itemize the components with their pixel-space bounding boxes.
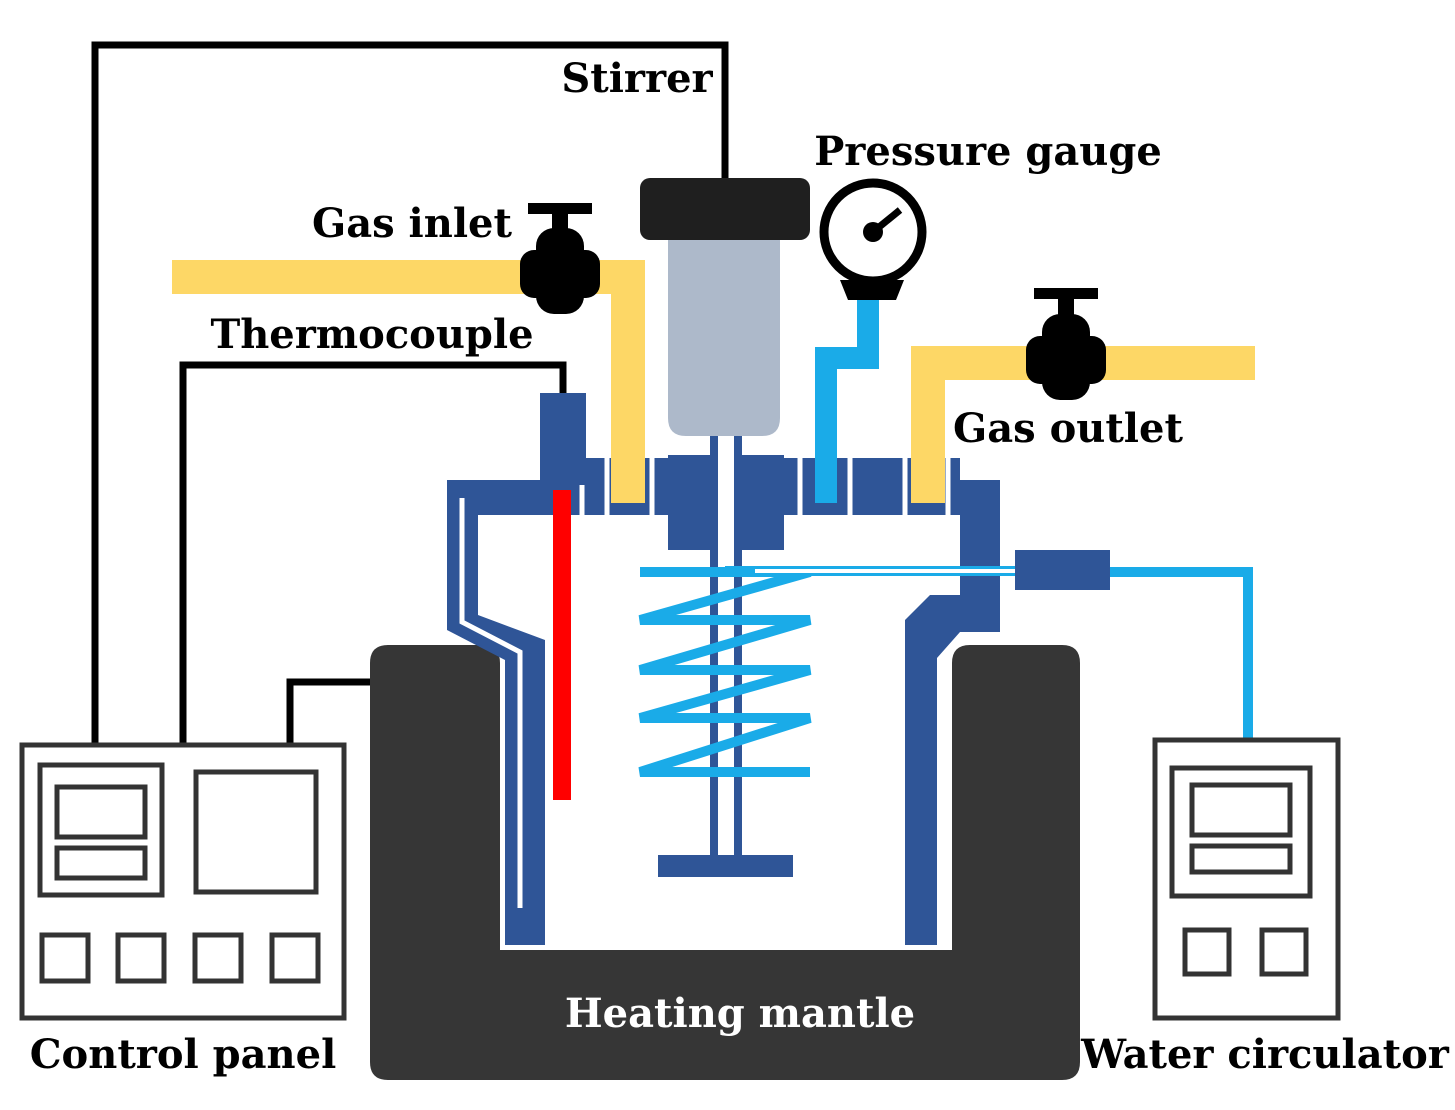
control-panel	[19, 742, 347, 1021]
control-button[interactable]	[115, 932, 167, 984]
circulator-button[interactable]	[1182, 927, 1232, 977]
water-circulator	[1152, 737, 1341, 1021]
reactor-vessel	[447, 393, 1110, 945]
pressure-gauge-icon	[819, 178, 927, 300]
control-button[interactable]	[269, 932, 321, 984]
gas-outlet-valve[interactable]	[1026, 288, 1106, 400]
thermocouple-probe	[553, 490, 571, 800]
heater-wire	[286, 678, 372, 745]
control-button[interactable]	[192, 932, 244, 984]
stirrer-body	[668, 235, 780, 436]
valve-icon	[520, 203, 600, 314]
pressure-gauge-line	[815, 292, 879, 503]
heating-mantle	[370, 645, 1080, 1080]
reactor-wall-gap	[459, 498, 523, 908]
gas-inlet-valve[interactable]	[520, 203, 600, 314]
control-panel-label: Control panel	[30, 1031, 337, 1078]
heating-mantle-label: Heating mantle	[565, 990, 915, 1037]
control-wiring	[91, 41, 729, 745]
gas-outlet-line	[911, 346, 1255, 503]
thermocouple-wire	[179, 361, 567, 745]
thermocouple-head	[540, 393, 586, 485]
gas-inlet-label: Gas inlet	[312, 200, 512, 247]
shaft-seal-left	[668, 455, 714, 550]
pressure-gauge-label: Pressure gauge	[814, 128, 1162, 175]
coil-feed-line-highlight	[755, 569, 1015, 573]
stirrer-motor-icon	[640, 178, 810, 240]
lid-port-slots	[579, 458, 951, 530]
circulator-button[interactable]	[1259, 927, 1309, 977]
valve-icon	[1026, 288, 1106, 400]
control-button[interactable]	[39, 932, 91, 984]
stirrer-wire	[91, 41, 729, 745]
thermocouple-label: Thermocouple	[210, 311, 533, 358]
water-jacket-port	[1015, 550, 1110, 590]
gas-inlet-line	[172, 260, 645, 503]
cooling-coil-icon	[638, 567, 812, 777]
gas-outlet-label: Gas outlet	[953, 405, 1183, 452]
impeller-icon	[658, 855, 793, 877]
stirrer-label: Stirrer	[561, 55, 713, 102]
water-return-line	[1110, 567, 1253, 740]
water-circulator-label: Water circulator	[1080, 1031, 1450, 1078]
stirrer-assembly	[640, 178, 810, 877]
shaft-seal-right	[738, 455, 784, 550]
